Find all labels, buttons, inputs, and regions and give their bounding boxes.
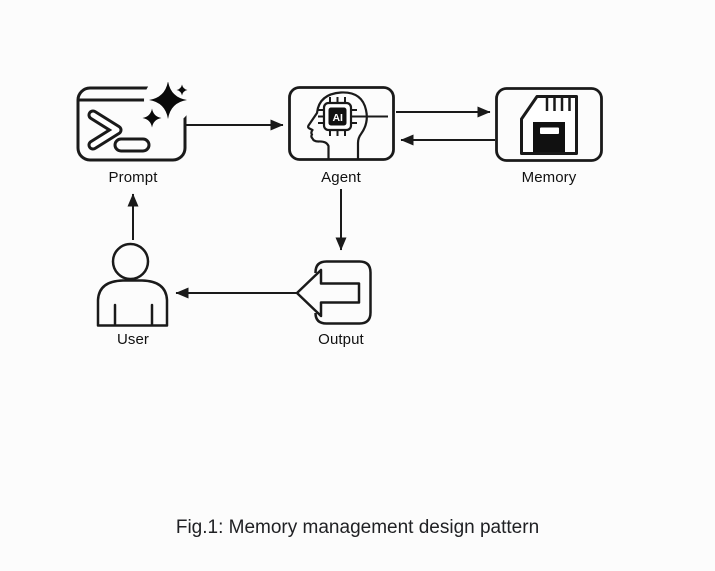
sd-card-icon [495, 87, 603, 162]
node-memory [495, 87, 603, 162]
figure-caption: Fig.1: Memory management design pattern [175, 517, 540, 538]
terminal-sparkle-icon [76, 82, 192, 162]
label-user: User [116, 331, 150, 348]
label-prompt: Prompt [108, 169, 158, 186]
label-output: Output [318, 331, 364, 348]
node-agent: AI [288, 86, 395, 161]
label-agent: Agent [321, 169, 361, 186]
label-memory: Memory [521, 169, 577, 186]
head-ai-chip-icon: AI [288, 86, 395, 161]
chip-label: AI [332, 112, 343, 124]
person-icon [96, 242, 169, 327]
node-user [95, 238, 172, 328]
node-output [295, 258, 375, 327]
export-arrow-icon [295, 260, 372, 325]
card-pins [545, 96, 571, 111]
node-prompt [75, 82, 195, 165]
